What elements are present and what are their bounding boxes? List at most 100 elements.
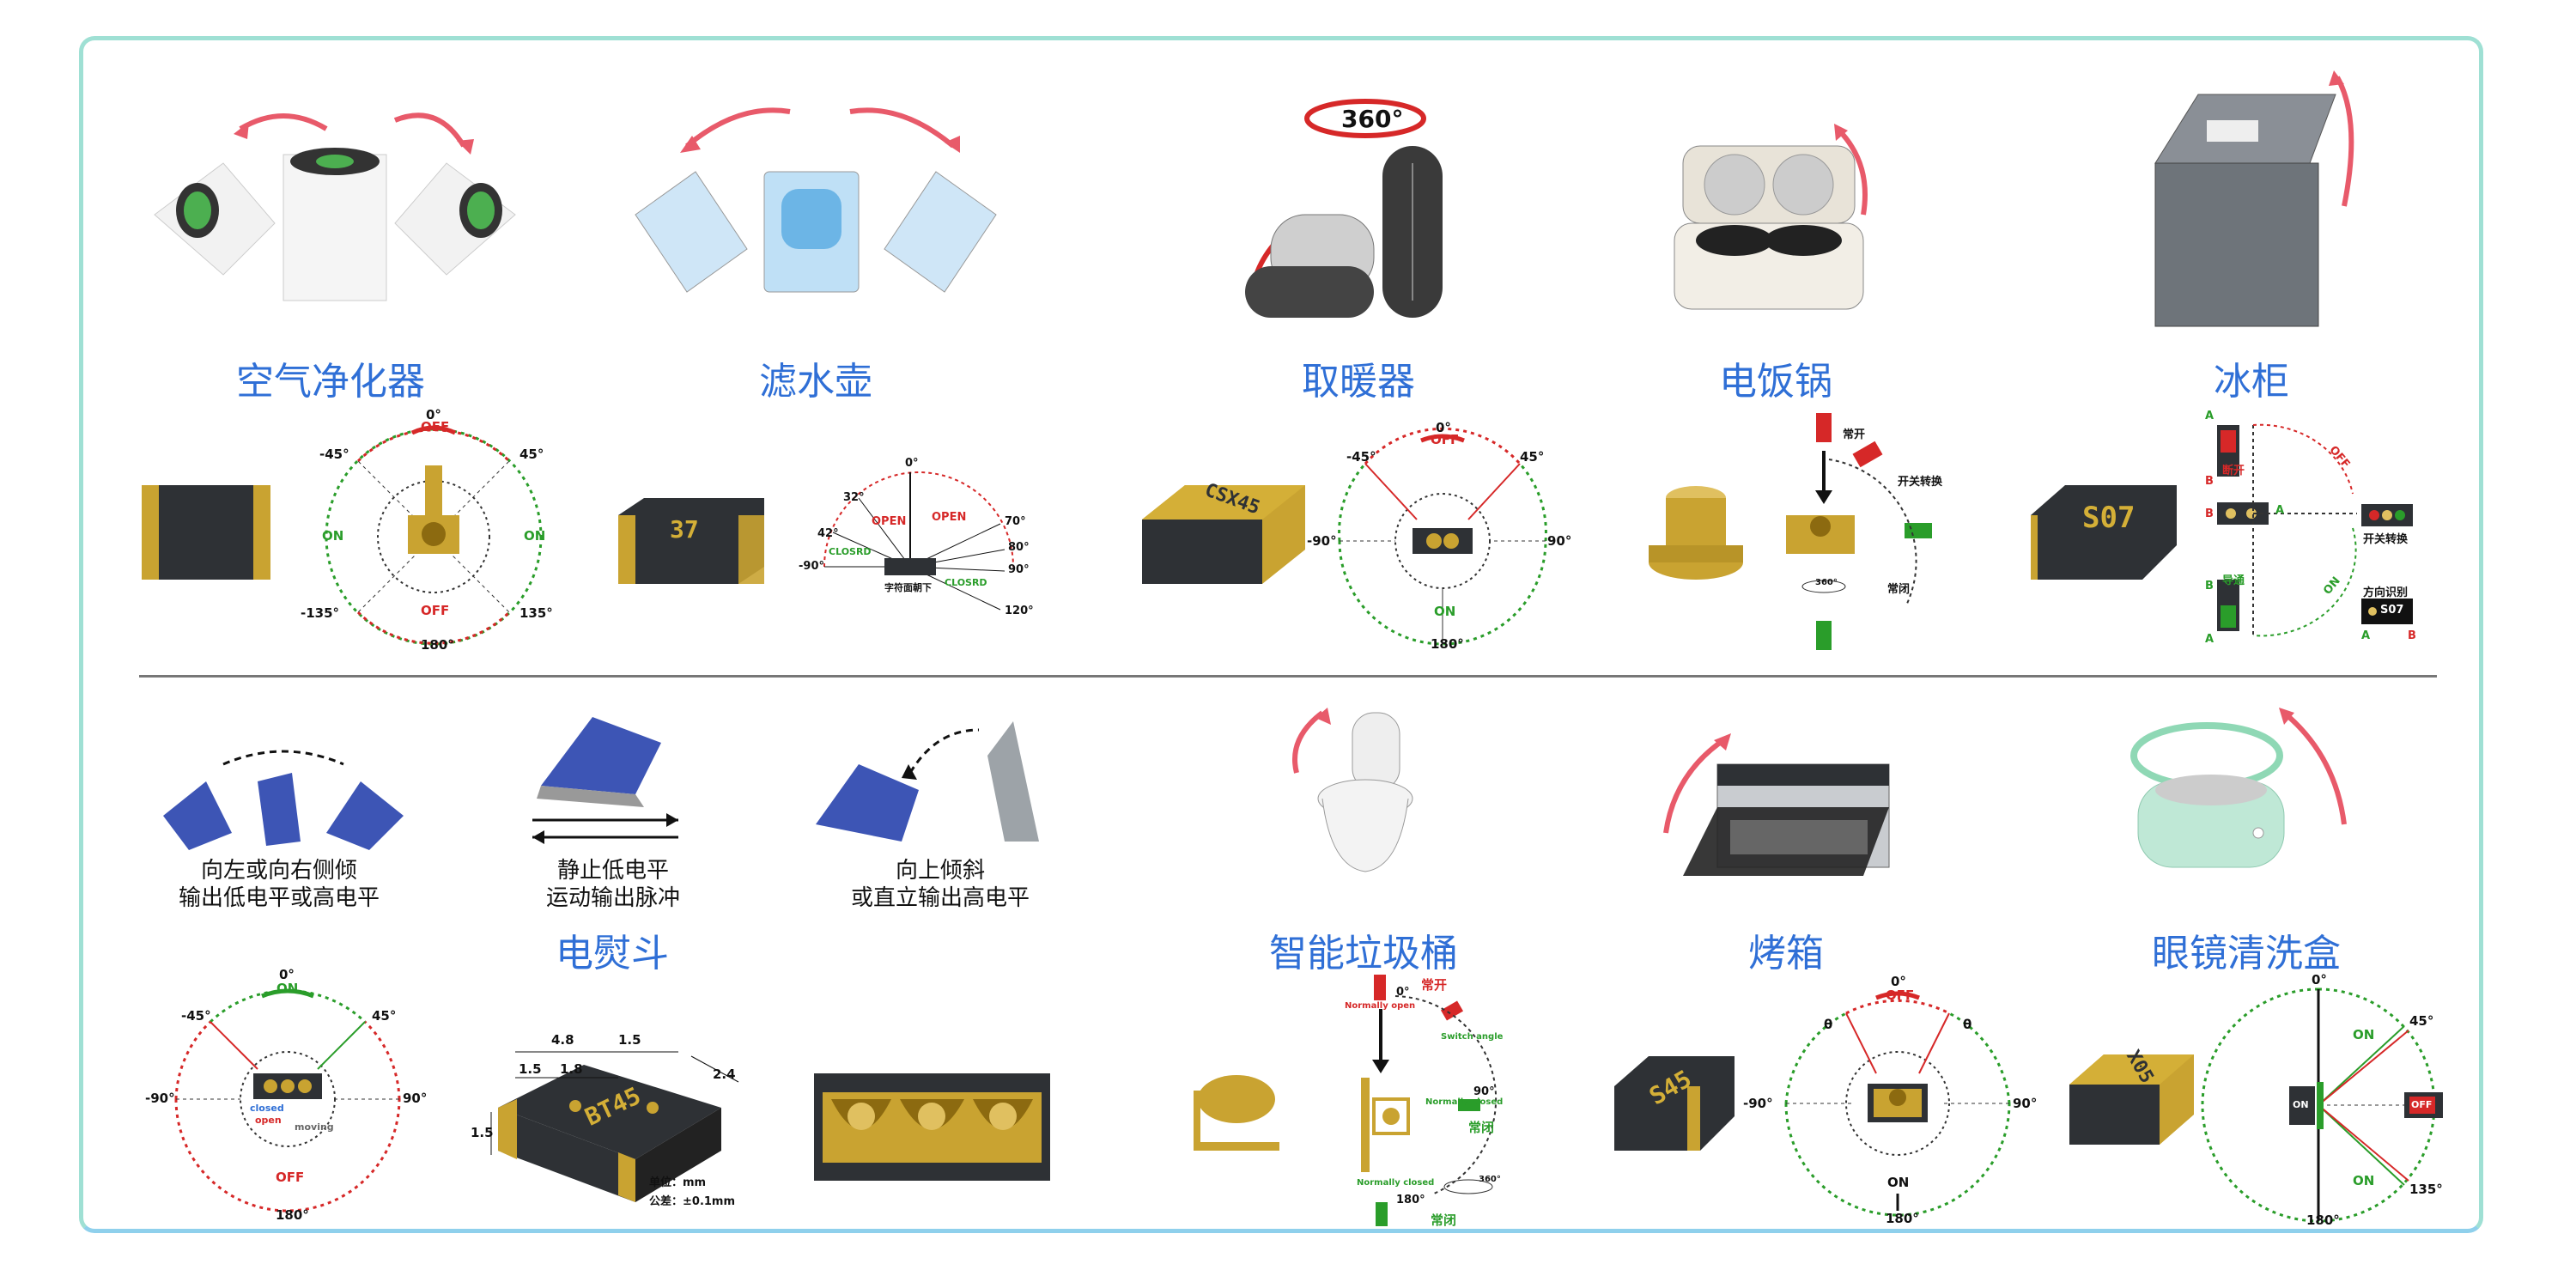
glasses-label-180: 180°: [2306, 1212, 2340, 1228]
cooker-label-normally-open: 常开: [1843, 428, 1866, 441]
kettle-label-0: 0°: [905, 457, 919, 470]
air-sensor-chip: [142, 485, 270, 580]
water-kettle-illustration: [618, 94, 1022, 318]
product-title-heater: 取暖器: [1302, 360, 1415, 404]
iron-label-90: 90°: [403, 1091, 428, 1106]
heater-label-0: 0°: [1436, 420, 1451, 435]
cooker-sensor-chip: [1649, 481, 1743, 584]
dim-4-8: 4.8: [551, 1032, 574, 1048]
iron-motion-illustration: [515, 700, 696, 854]
cooker-sensor-graphic: [1649, 486, 1743, 580]
iron-label-minus45: -45°: [181, 1008, 211, 1024]
heater-label-top-state: OFF: [1431, 432, 1460, 447]
heater-label-bottom-on: ON: [1434, 604, 1456, 619]
iron-label-closed: closed: [250, 1103, 284, 1114]
freezer-sensor-chip: S07: [2031, 485, 2177, 580]
trash-label-normally-closed-en: Normally closed: [1425, 1097, 1504, 1107]
heater-label-180: 180°: [1431, 636, 1464, 652]
iron-caption-right: 向上倾斜 或直立输出高电平: [851, 857, 1030, 912]
heater-label-45: 45°: [1520, 449, 1545, 465]
air-angle-diagram: 0° OFF -45° 45° ON ON OFF -135° 135° 180…: [301, 407, 567, 661]
iron-label-180: 180°: [276, 1207, 309, 1223]
trash-can-graphic: [1292, 708, 1413, 872]
freezer-graphic: [2154, 70, 2354, 327]
iron-label-minus90: -90°: [145, 1091, 175, 1106]
freezer-label-b-bot: B: [2205, 580, 2214, 592]
freezer-label-a-top: A: [2205, 410, 2215, 422]
glasses-label-45: 45°: [2409, 1013, 2434, 1029]
trash-label-rotate: 360°: [1479, 1175, 1501, 1184]
freezer-label-switch: 开关转换: [2363, 533, 2409, 546]
dim-1-5-top: 1.5: [618, 1032, 641, 1048]
trash-label-switch-en: Switch angle: [1441, 1032, 1504, 1042]
air-label-minus45: -45°: [319, 447, 349, 462]
kettle-label-closed2: CLOSRD: [945, 577, 987, 588]
air-label-right-on: ON: [524, 528, 546, 544]
iron-caption-left-line1: 向左或向右侧倾: [200, 858, 358, 884]
dim-unit: 单位：mm: [649, 1176, 707, 1189]
iron-label-open: open: [255, 1115, 282, 1126]
kettle-label-neg90: -90°: [799, 560, 824, 573]
kettle-chip-text: 37: [670, 515, 699, 544]
air-purifier-illustration: [137, 94, 524, 326]
freezer-dir-chip-text: S07: [2380, 604, 2404, 617]
trash-label-normally-closed-en2: Normally closed: [1357, 1178, 1435, 1188]
sensor-dimension-graphic: [490, 1051, 739, 1202]
iron-label-45: 45°: [372, 1008, 397, 1024]
freezer-illustration: [2138, 69, 2361, 327]
dim-1-5-left: 1.5: [519, 1061, 542, 1077]
iron-angle-diagram: 0° ON -45° 45° -90° 90° closed open movi…: [145, 967, 428, 1228]
freezer-label-b-mid: B: [2205, 507, 2214, 520]
water-kettle-graphic: [635, 107, 997, 293]
rice-cooker-illustration: [1666, 112, 1872, 318]
trash-label-normally-open-cn: 常开: [1421, 977, 1448, 993]
air-label-45: 45°: [519, 447, 544, 462]
air-purifier-graphic: [154, 112, 516, 301]
iron-caption-mid-line2: 运动输出脉冲: [545, 885, 681, 911]
trash-switch-graphic: [1194, 975, 1498, 1226]
glasses-label-on-bottom: ON: [2353, 1173, 2375, 1188]
iron-caption-left-line2: 输出低电平或高电平: [178, 885, 380, 911]
oven-sensor-chip: S45: [1614, 1056, 1735, 1151]
iron-label-bottom-off: OFF: [276, 1170, 305, 1185]
freezer-label-b-right: B: [2408, 629, 2416, 642]
kettle-label-90: 90°: [1008, 563, 1030, 576]
kettle-sensor-graphic: [618, 498, 764, 584]
kettle-label-120: 120°: [1005, 605, 1034, 617]
heater-sensor-graphic: [1142, 485, 1305, 584]
iron-label-top-on: ON: [276, 981, 299, 996]
heater-label-90: 90°: [1547, 533, 1572, 549]
glasses-box-illustration: [2121, 704, 2361, 876]
freezer-label-a-right: A: [2361, 629, 2371, 642]
oven-illustration: [1649, 721, 1906, 876]
cooker-label-normally-closed: 常闭: [1887, 583, 1911, 596]
trash-label-90: 90°: [1473, 1085, 1495, 1098]
product-title-rice-cooker: 电饭锅: [1719, 360, 1832, 404]
trash-can-illustration: [1271, 704, 1443, 876]
product-title-glasses-box: 眼镜清洗盒: [2152, 932, 2341, 975]
air-label-minus135: -135°: [301, 605, 340, 621]
freezer-label-a-mid: A: [2275, 504, 2285, 517]
iron-motion-graphic: [532, 717, 678, 844]
oven-angle-graphic: [1784, 991, 2011, 1217]
product-title-air-purifier: 空气净化器: [236, 360, 425, 404]
dim-1-5-side: 1.5: [471, 1125, 494, 1140]
iron-caption-right-line2: 或直立输出高电平: [850, 885, 1030, 911]
product-title-oven: 烤箱: [1748, 932, 1824, 975]
iron-label-moving: moving: [295, 1121, 334, 1133]
heater-angle-graphic: [1338, 427, 1547, 646]
glasses-chip-on: ON: [2293, 1099, 2309, 1110]
trash-switch-diagram: 0° 常开 Normally open Switch angle 90° Nor…: [1185, 970, 1511, 1228]
sensor-dimension-drawing: 4.8 1.5 1.5 1.8 2.4 1.5 BT45 单位：mm 公差：±0…: [471, 1030, 764, 1211]
heater-graphic: [1245, 99, 1443, 318]
heater-label-minus90: -90°: [1307, 533, 1337, 549]
air-label-left-on: ON: [322, 528, 344, 544]
product-title-freezer: 冰柜: [2214, 360, 2289, 404]
air-label-top-state: OFF: [421, 419, 450, 434]
sensor-cross-section-graphic: [814, 1073, 1050, 1181]
kettle-label-open2: OPEN: [932, 511, 967, 524]
kettle-label-80: 80°: [1008, 541, 1030, 554]
oven-label-90: 90°: [2013, 1096, 2038, 1111]
iron-caption-mid: 静止低电平 运动输出脉冲: [546, 857, 680, 912]
glasses-label-0: 0°: [2312, 972, 2327, 988]
